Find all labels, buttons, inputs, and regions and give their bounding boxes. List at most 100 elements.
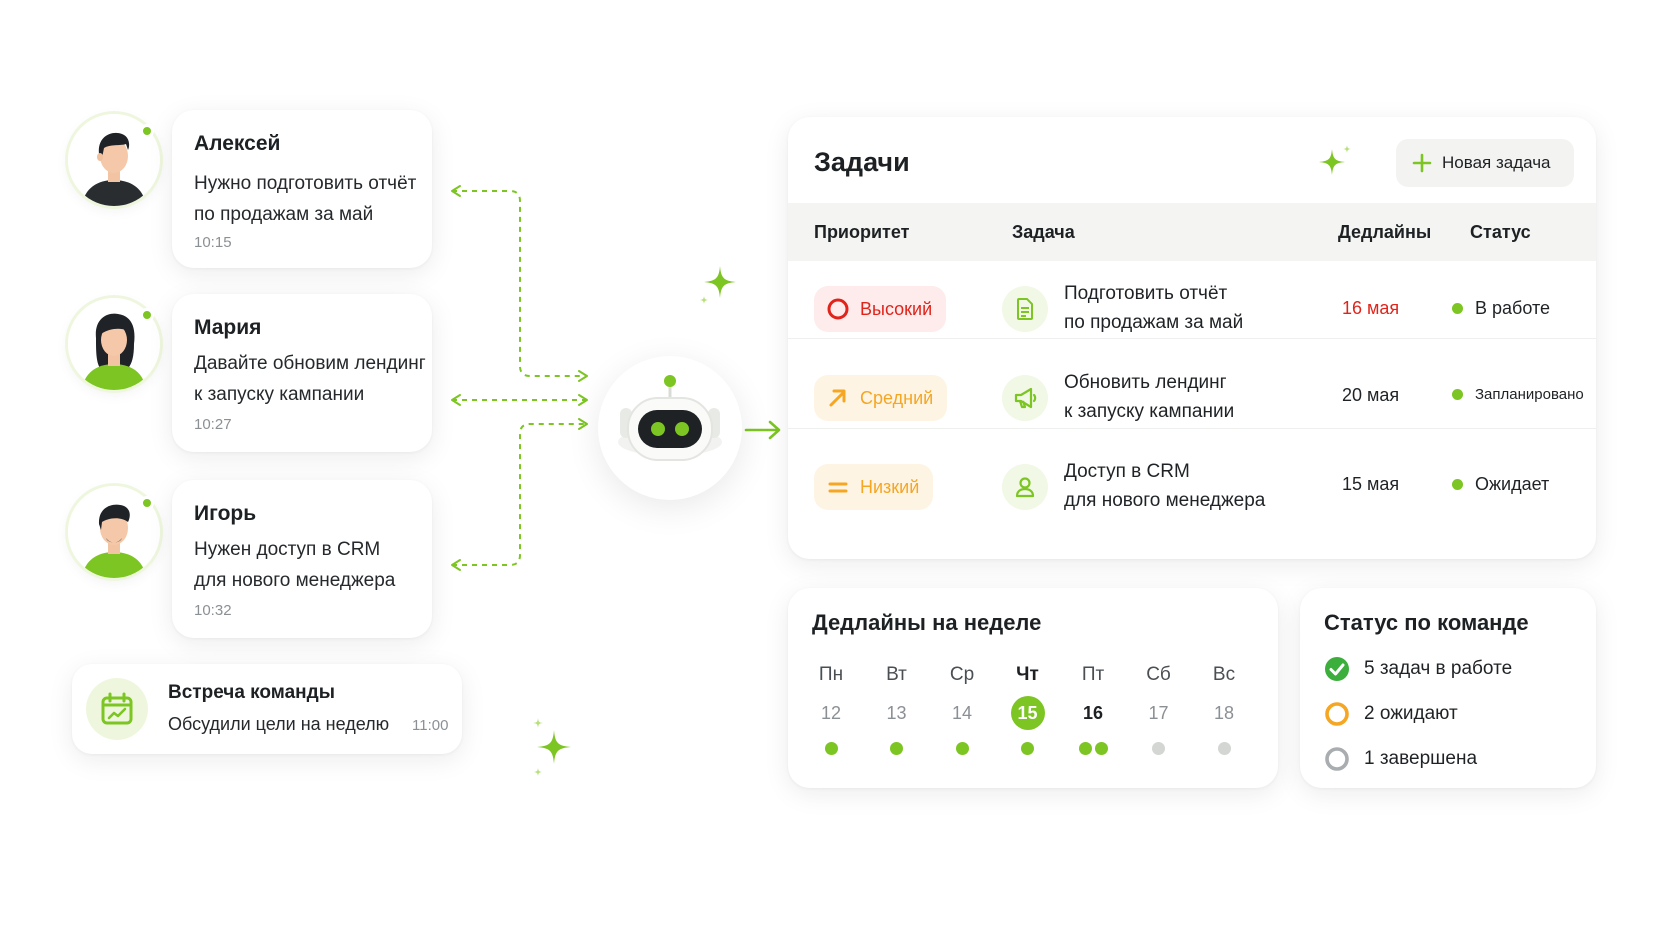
priority-badge-high[interactable]: Высокий — [814, 286, 947, 332]
day-column[interactable]: Вт 13 — [871, 664, 923, 756]
calendar-icon — [86, 678, 148, 740]
team-status-item[interactable]: 2 ожидают — [1324, 701, 1458, 727]
sender-name: Мария — [194, 316, 262, 339]
message-text: Нужно подготовить отчёт по продажам за м… — [194, 173, 417, 225]
team-status-item[interactable]: 5 задач в работе — [1324, 656, 1512, 682]
table-row[interactable]: Низкий Доступ в CRM для нового менеджера… — [788, 429, 1596, 525]
online-indicator — [140, 308, 154, 322]
deadline-dot — [955, 742, 969, 755]
message-time: 10:15 — [194, 234, 232, 251]
table-row[interactable]: Высокий Подготовить отчёт по продажам за… — [788, 261, 1596, 357]
tasks-panel: Задачи Новая задача Приоритет Задача Дед… — [788, 117, 1596, 559]
deadline-dots — [1198, 742, 1250, 756]
priority-label: Средний — [860, 387, 934, 408]
day-column[interactable]: Чт 15 — [1002, 664, 1054, 756]
day-date: 14 — [951, 703, 973, 723]
table-row[interactable]: Средний Обновить лендинг к запуску кампа… — [788, 339, 1596, 435]
megaphone-icon — [1002, 375, 1048, 421]
plus-icon — [1412, 153, 1432, 173]
message-text: Давайте обновим лендинг к запуску кампан… — [194, 353, 426, 405]
day-date: 13 — [886, 703, 907, 723]
day-name: Вт — [886, 664, 907, 685]
row-divider — [788, 338, 1596, 339]
task-title: Подготовить отчёт по продажам за май — [1064, 283, 1244, 333]
message-time: 10:32 — [194, 602, 232, 619]
priority-badge-medium[interactable]: Средний — [814, 375, 948, 421]
document-icon — [1002, 286, 1048, 332]
day-name: Ср — [949, 664, 975, 685]
pending-ring-icon — [1325, 702, 1349, 726]
day-column[interactable]: Сб 17 — [1133, 664, 1185, 756]
team-title: Статус по команде — [1324, 610, 1529, 635]
day-date: 17 — [1148, 703, 1169, 723]
arrow-up-right-icon — [829, 389, 846, 407]
done-ring-icon — [1325, 747, 1349, 771]
chat-message-igor[interactable]: Игорь Нужен доступ в CRM для нового мене… — [172, 480, 432, 638]
task-title: Обновить лендинг к запуску кампании — [1064, 372, 1235, 422]
week-title: Дедлайны на неделе — [812, 610, 1042, 635]
day-date: 18 — [1213, 703, 1235, 723]
team-status-panel: Статус по команде 5 задач в работе 2 ожи… — [1300, 588, 1596, 788]
task-status: Запланировано — [1452, 386, 1584, 403]
deadline-dot — [1094, 742, 1108, 755]
chat-message-maria[interactable]: Мария Давайте обновим лендинг к запуску … — [172, 294, 432, 452]
meeting-time: 11:00 — [412, 717, 449, 734]
deadline-dots — [1133, 742, 1185, 756]
task-deadline: 20 мая — [1342, 385, 1400, 405]
sender-name: Игорь — [194, 502, 257, 525]
sender-name: Алексей — [194, 132, 281, 155]
meeting-card[interactable]: Встреча команды Обсудили цели на неделю … — [72, 664, 462, 754]
online-indicator — [140, 124, 154, 138]
day-name: Чт — [1016, 664, 1039, 685]
today-date: 15 — [1010, 696, 1045, 730]
status-dot — [1452, 389, 1463, 400]
deadline-dot — [1021, 742, 1034, 755]
ring-icon — [827, 298, 849, 320]
priority-label: Высокий — [860, 298, 933, 319]
equals-icon — [828, 482, 848, 493]
day-column[interactable]: Ср 14 — [936, 664, 988, 756]
task-status: Ожидает — [1452, 474, 1549, 495]
deadline-dot — [824, 742, 838, 755]
sparkle-icon — [533, 718, 571, 776]
tasks-title: Задачи — [814, 147, 910, 177]
day-column[interactable]: Пт 16 — [1067, 664, 1119, 756]
task-status: В работе — [1452, 298, 1550, 319]
day-date: 16 — [1082, 703, 1104, 723]
team-status-item[interactable]: 1 завершена — [1324, 746, 1477, 772]
chat-message-aleksey[interactable]: Алексей Нужно подготовить отчёт по прода… — [172, 110, 432, 268]
column-header-status[interactable]: Статус — [1470, 222, 1531, 242]
user-icon — [1002, 464, 1048, 510]
deadline-dots — [1067, 742, 1119, 756]
deadline-dots — [805, 742, 857, 756]
priority-label: Низкий — [860, 476, 920, 497]
day-name: Пт — [1081, 664, 1105, 685]
robot-icon — [618, 375, 722, 461]
deadline-dot — [1152, 742, 1165, 755]
priority-badge-low[interactable]: Низкий — [814, 464, 934, 510]
day-name: Вс — [1212, 664, 1236, 685]
task-title: Доступ в CRM для нового менеджера — [1064, 461, 1266, 511]
day-column[interactable]: Вс 18 — [1198, 664, 1250, 756]
column-header-priority[interactable]: Приоритет — [814, 222, 910, 242]
avatar-maria — [68, 298, 160, 390]
sparkle-icon — [700, 266, 736, 304]
deadline-dot — [890, 742, 903, 755]
deadline-dot — [1078, 742, 1092, 755]
sparkle-icon — [1319, 145, 1351, 175]
status-dot — [1452, 303, 1463, 314]
deadline-dots — [871, 742, 923, 756]
deadline-dots — [936, 742, 988, 756]
check-circle-icon — [1325, 657, 1349, 681]
deadline-dot — [1217, 742, 1231, 755]
new-task-button[interactable]: Новая задача — [1396, 139, 1574, 187]
column-header-task[interactable]: Задача — [1012, 222, 1075, 242]
day-name: Сб — [1146, 664, 1171, 685]
new-task-label: Новая задача — [1442, 153, 1551, 172]
message-text: Нужен доступ в CRM для нового менеджера — [194, 539, 396, 591]
column-header-deadline[interactable]: Дедлайны — [1338, 222, 1432, 242]
ai-assistant-robot[interactable] — [598, 356, 742, 500]
